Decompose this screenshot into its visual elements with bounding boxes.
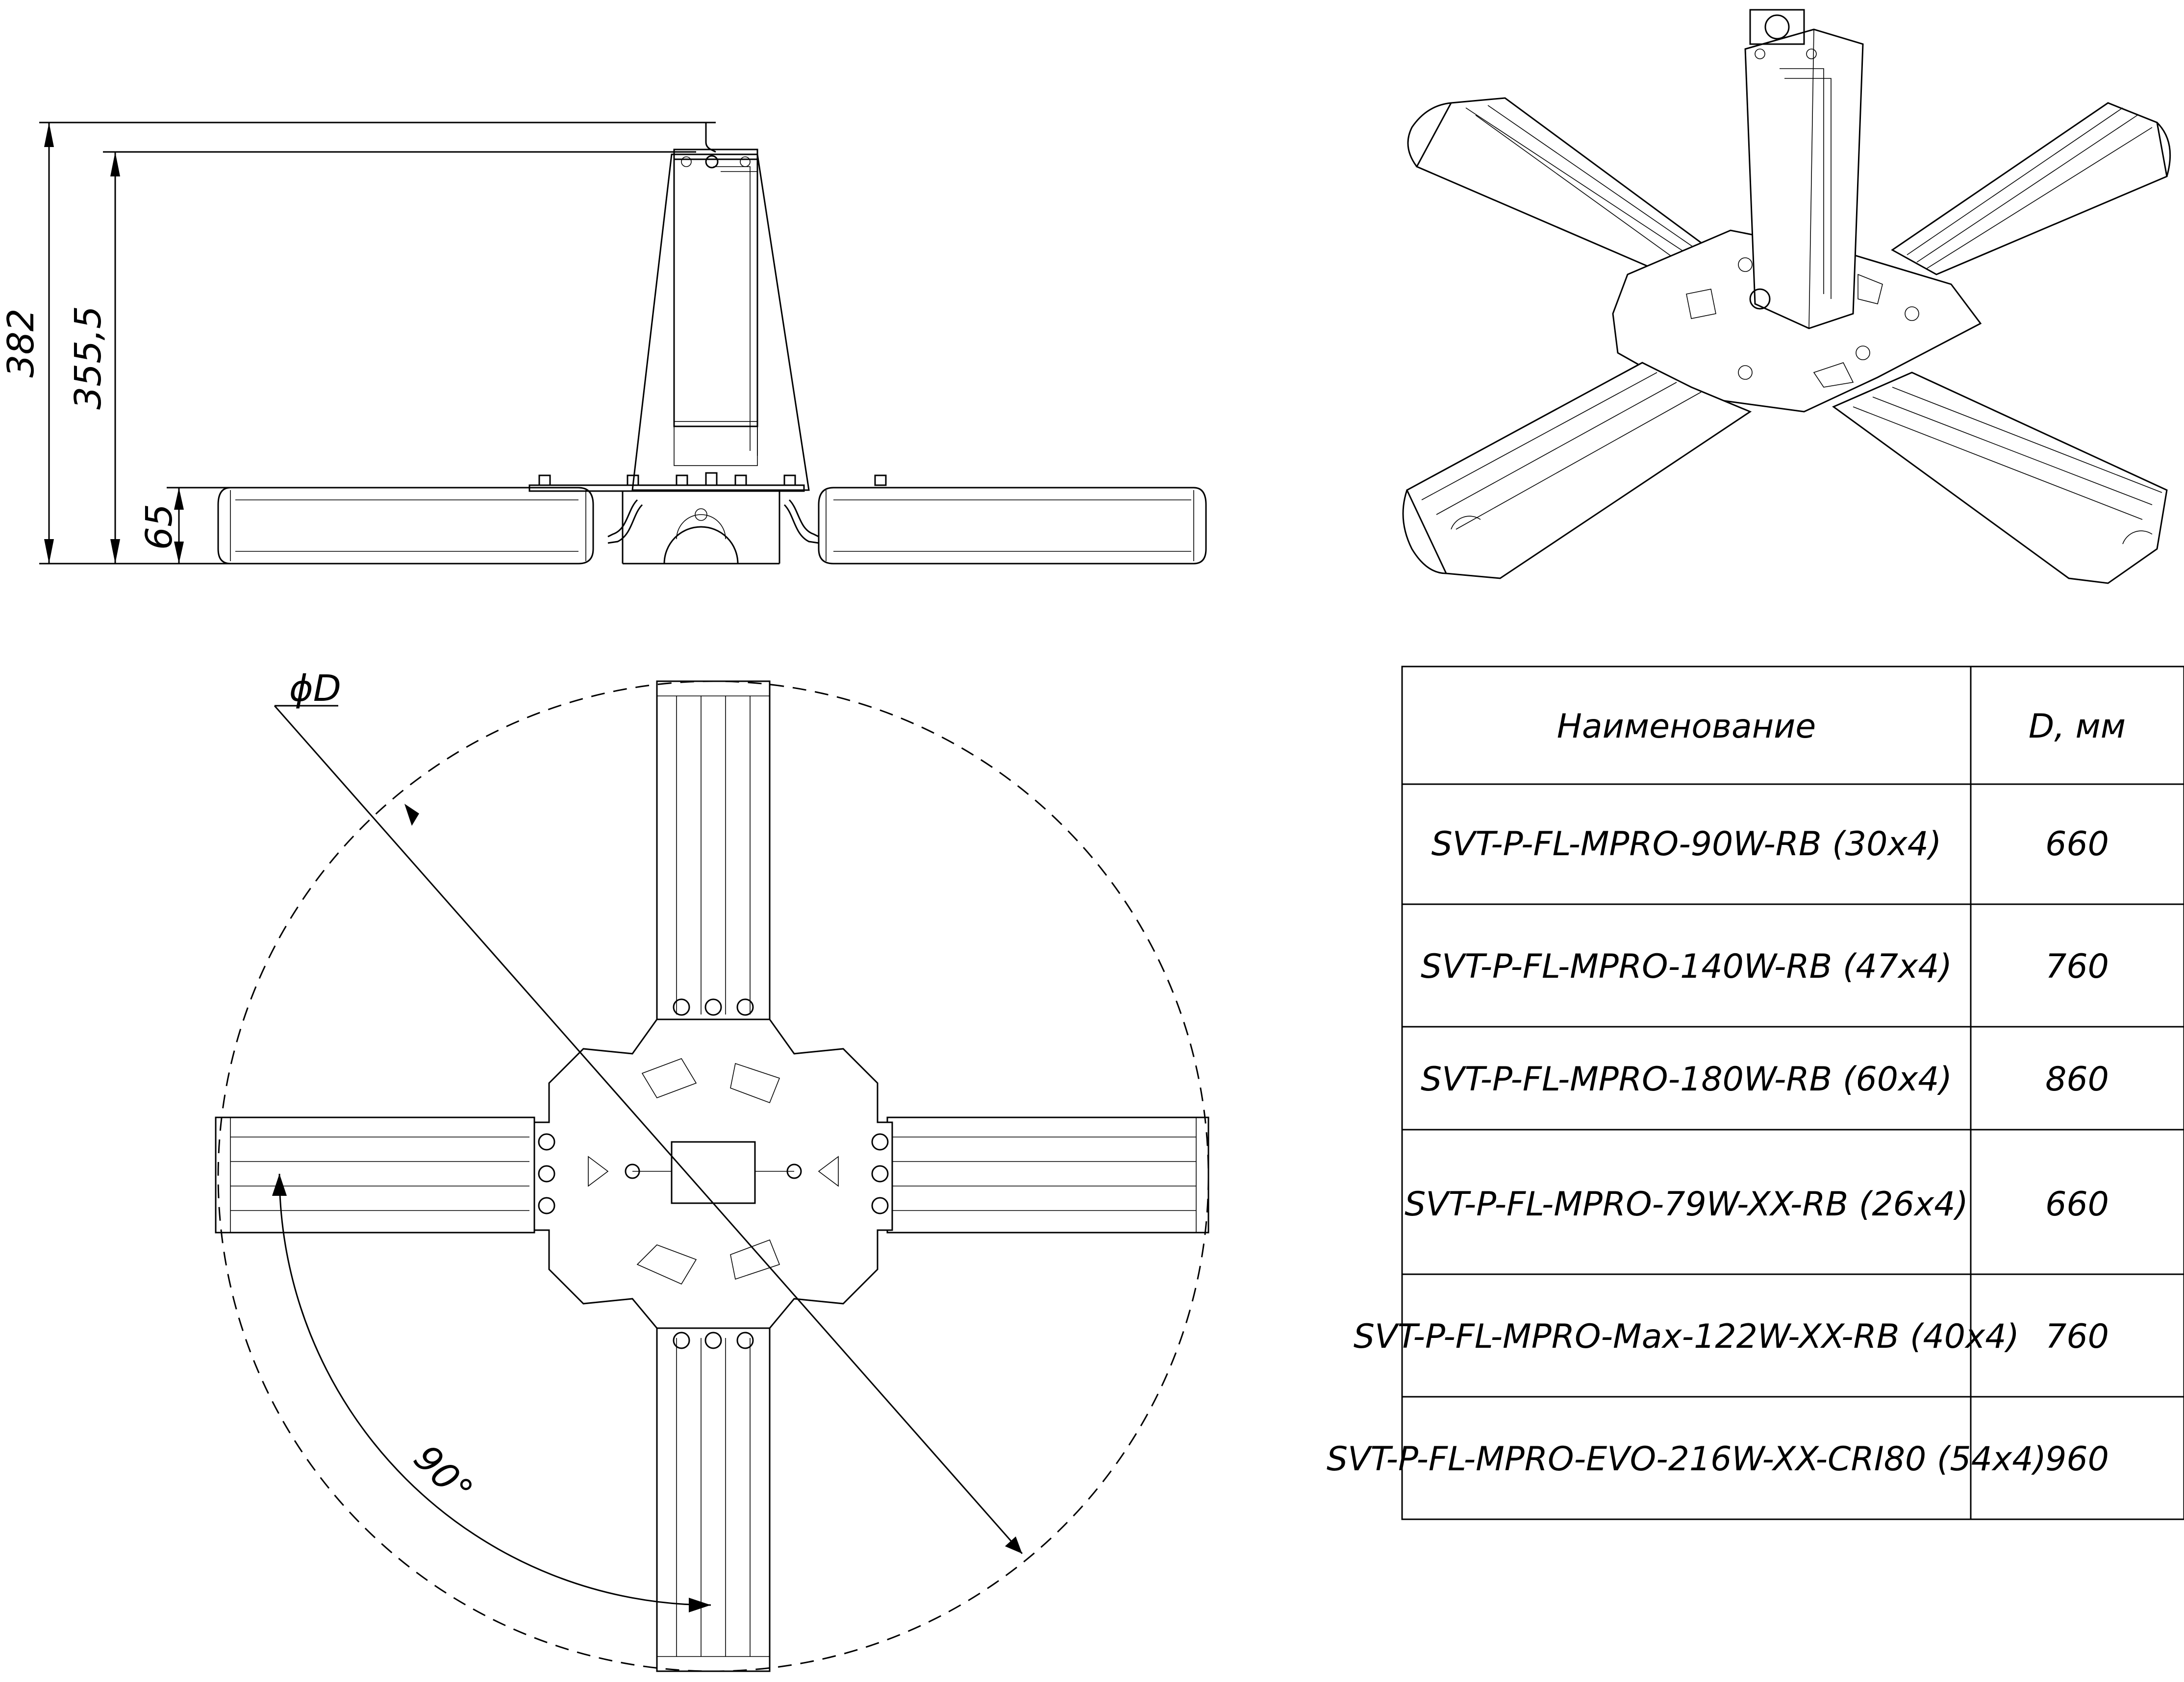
right-led-module — [818, 487, 1207, 565]
table-row-d: 860 — [2045, 1060, 2109, 1099]
table-row-d: 660 — [2045, 1185, 2109, 1224]
dim-382-label: 382 — [0, 308, 42, 377]
top-view: ϕD 90° — [215, 668, 1209, 1672]
angle-label: 90° — [405, 1437, 481, 1512]
iso-arm-upper-left — [1407, 97, 1712, 275]
angle-dimension — [272, 1173, 711, 1612]
hook — [705, 123, 716, 153]
diameter-dimension — [274, 705, 1023, 1554]
top-view-arm-north — [656, 680, 771, 1025]
table-row-name: SVT-P-FL-MPRO-140W-RB (47x4) — [1421, 947, 1952, 986]
dimension-table: Наименование D, мм SVT-P-FL-MPRO-90W-RB … — [1327, 666, 2184, 1520]
table-row-name: SVT-P-FL-MPRO-79W-XX-RB (26x4) — [1405, 1185, 1968, 1224]
top-view-bolts — [538, 998, 889, 1349]
iso-arm-lower-left — [1402, 362, 1752, 579]
isometric-view — [1402, 9, 2171, 584]
top-view-arm-east — [886, 1116, 1209, 1234]
table-row-d: 760 — [2045, 1317, 2109, 1356]
table-header-d: D, мм — [2029, 707, 2126, 746]
dim-65-label: 65 — [138, 504, 180, 550]
table-row-name: SVT-P-FL-MPRO-180W-RB (60x4) — [1421, 1060, 1952, 1099]
height-dimension-lines — [39, 122, 716, 565]
driver-tower — [631, 153, 810, 491]
side-view: 382 355,5 65 — [0, 122, 1207, 565]
table-row-name: SVT-P-FL-MPRO-EVO-216W-XX-CRI80 (54x4) — [1327, 1440, 2046, 1479]
table-header-name: Наименование — [1557, 707, 1816, 746]
iso-driver-tower — [1744, 9, 1864, 329]
table-row-name: SVT-P-FL-MPRO-Max-122W-XX-RB (40x4) — [1354, 1317, 2019, 1356]
iso-arm-lower-right — [1832, 371, 2168, 584]
table-row-name: SVT-P-FL-MPRO-90W-RB (30x4) — [1431, 825, 1942, 864]
plate-bolts — [538, 472, 887, 486]
top-view-arm-south — [656, 1327, 771, 1672]
top-view-arm-west — [215, 1116, 535, 1234]
top-view-center-plate — [533, 1018, 893, 1329]
table-row-d: 760 — [2045, 947, 2109, 986]
diameter-label: ϕD — [289, 668, 341, 710]
dim-355-label: 355,5 — [67, 306, 109, 410]
left-led-module — [217, 487, 594, 565]
iso-arm-upper-right — [1891, 102, 2171, 275]
table-row-d: 960 — [2045, 1440, 2109, 1479]
table-row-d: 660 — [2045, 825, 2109, 864]
